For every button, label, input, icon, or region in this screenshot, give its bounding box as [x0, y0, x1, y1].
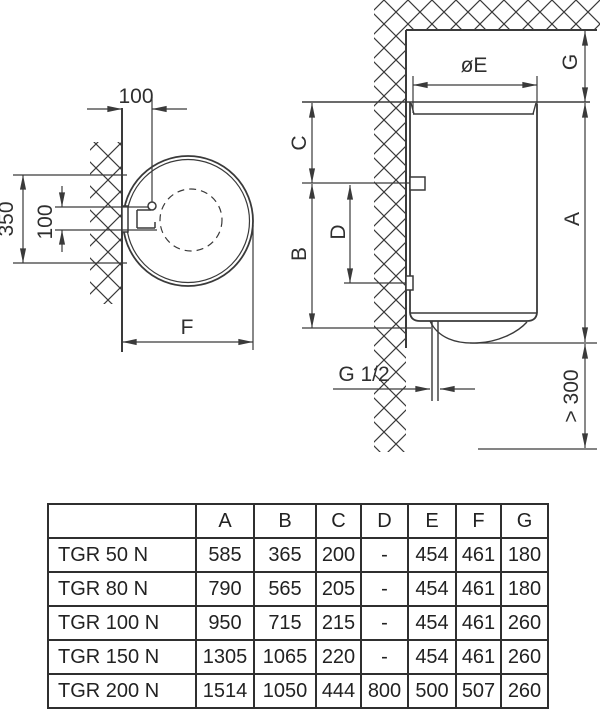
value-cell: 461 — [455, 639, 502, 675]
side-view: øE G C D B A G 1/2 > 300 — [288, 0, 600, 452]
value-cell: 444 — [315, 673, 362, 709]
value-cell: 1065 — [253, 639, 317, 675]
dim-label-depth: F — [181, 316, 194, 339]
value-cell: - — [360, 537, 409, 573]
model-cell: TGR 80 N — [47, 571, 197, 607]
table-row: TGR 80 N 790 565 205 - 454 461 180 — [47, 571, 549, 607]
inner-tank-dashed — [159, 188, 223, 252]
model-cell: TGR 200 N — [47, 673, 197, 709]
table-row: TGR 200 N 1514 1050 444 800 500 507 260 — [47, 673, 549, 709]
value-cell: 715 — [253, 605, 317, 641]
heater-outline — [302, 101, 590, 401]
value-cell: 507 — [455, 673, 502, 709]
wall-brackets — [405, 176, 426, 291]
value-cell: 565 — [253, 571, 317, 607]
table-header-row: A B C D E F G — [47, 503, 549, 539]
tank-outline — [122, 155, 254, 287]
value-cell: 180 — [500, 537, 549, 573]
dim-label-diameter: øE — [461, 54, 488, 77]
value-cell: 585 — [195, 537, 255, 573]
table-row: TGR 100 N 950 715 215 - 454 461 260 — [47, 605, 549, 641]
extension-lines — [302, 76, 597, 450]
col-header-d: D — [360, 503, 409, 539]
upper-bracket — [409, 176, 426, 191]
col-header-g: G — [500, 503, 549, 539]
dim-label-offset-side: 100 — [34, 204, 57, 239]
dim-label-height: 350 — [0, 201, 18, 236]
value-cell: 1050 — [253, 673, 317, 709]
top-view: 100 350 100 F — [0, 85, 254, 352]
dim-label-d: D — [327, 224, 350, 239]
wall-hatch — [90, 142, 122, 304]
dim-label-offset-top: 100 — [118, 85, 153, 108]
col-header-model — [47, 503, 197, 539]
value-cell: 454 — [407, 639, 457, 675]
col-header-a: A — [195, 503, 255, 539]
value-cell: 260 — [500, 673, 549, 709]
value-cell: 461 — [455, 537, 502, 573]
value-cell: 365 — [253, 537, 317, 573]
value-cell: 800 — [360, 673, 409, 709]
model-cell: TGR 100 N — [47, 605, 197, 641]
value-cell: 461 — [455, 605, 502, 641]
dimension-lines — [19, 105, 253, 346]
dim-label-ceiling-gap: G — [559, 54, 582, 70]
table-row: TGR 50 N 585 365 200 - 454 461 180 — [47, 537, 549, 573]
value-cell: 260 — [500, 639, 549, 675]
col-header-f: F — [455, 503, 502, 539]
value-cell: 1514 — [195, 673, 255, 709]
value-cell: 454 — [407, 571, 457, 607]
bottom-cap-curve — [429, 320, 528, 344]
table-row: TGR 150 N 1305 1065 220 - 454 461 260 — [47, 639, 549, 675]
dimension-lines — [308, 30, 589, 448]
value-cell: 950 — [195, 605, 255, 641]
dim-label-c: C — [288, 135, 311, 150]
dim-label-a: A — [561, 212, 584, 226]
value-cell: - — [360, 605, 409, 641]
value-cell: 500 — [407, 673, 457, 709]
model-cell: TGR 150 N — [47, 639, 197, 675]
lower-bracket — [405, 275, 414, 291]
dim-label-b: B — [288, 247, 311, 261]
value-cell: - — [360, 639, 409, 675]
dim-label-floor-clearance: > 300 — [560, 369, 583, 422]
model-cell: TGR 50 N — [47, 537, 197, 573]
extension-lines — [13, 97, 254, 350]
value-cell: 180 — [500, 571, 549, 607]
value-cell: 454 — [407, 537, 457, 573]
dimensional-drawing: 100 350 100 F — [0, 0, 600, 452]
value-cell: - — [360, 571, 409, 607]
outlet-pipe — [431, 321, 439, 401]
col-header-c: C — [315, 503, 362, 539]
value-cell: 200 — [315, 537, 362, 573]
ceiling-hatch — [374, 0, 600, 30]
col-header-b: B — [253, 503, 317, 539]
value-cell: 260 — [500, 605, 549, 641]
value-cell: 1305 — [195, 639, 255, 675]
mounting-bracket — [121, 201, 157, 233]
value-cell: 220 — [315, 639, 362, 675]
dim-label-pipe-thread: G 1/2 — [338, 363, 389, 386]
value-cell: 790 — [195, 571, 255, 607]
dimensions-table: A B C D E F G TGR 50 N 585 365 200 - 454… — [47, 503, 549, 709]
value-cell: 454 — [407, 605, 457, 641]
col-header-e: E — [407, 503, 457, 539]
wall-hatch — [374, 30, 406, 452]
value-cell: 215 — [315, 605, 362, 641]
value-cell: 205 — [315, 571, 362, 607]
value-cell: 461 — [455, 571, 502, 607]
